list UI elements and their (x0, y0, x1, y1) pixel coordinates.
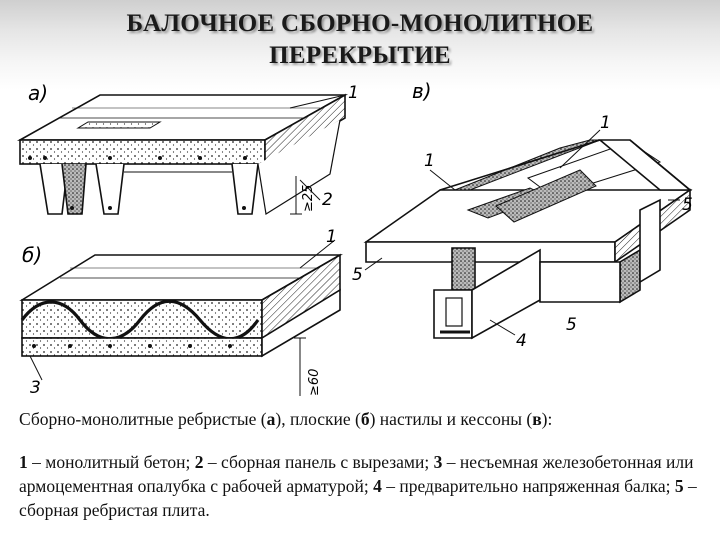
legend-num-5: 5 (674, 476, 684, 496)
caption-mid1: ), плоские ( (275, 409, 361, 429)
legend-num-4: 4 (373, 476, 382, 496)
legend-text-1: – монолитный бетон; (27, 452, 195, 472)
legend-text-2: – сборная панель с вырезами; (203, 452, 434, 472)
floor-construction-diagram: а) 1 2 ≥25 б) 1 3 ≥60 (16, 79, 693, 398)
figure-v-num-1-top: 1 (600, 113, 611, 133)
title-line-1: БАЛОЧНОЕ СБОРНО-МОНОЛИТНОЕ (126, 10, 594, 37)
figure-v-num-5-left: 5 (352, 265, 363, 285)
caption-mid2: ) настилы и кессоны ( (369, 409, 533, 429)
caption-prefix: Сборно-монолитные ребристые ( (19, 409, 267, 429)
figure-a-num-1: 1 (348, 83, 359, 103)
slide-title: БАЛОЧНОЕ СБОРНО-МОНОЛИТНОЕ ПЕРЕКРЫТИЕ (0, 8, 720, 72)
title-background (0, 0, 720, 90)
figure-b-label: б) (22, 243, 42, 267)
figure-v-num-1-left: 1 (424, 151, 435, 171)
legend-num-2: 2 (194, 452, 204, 472)
figure-b-flat-slab (19, 239, 343, 396)
legend-num-3: 3 (433, 452, 443, 472)
figure-caption: Сборно-монолитные ребристые (а), плоские… (19, 408, 709, 431)
figure-v-coffer-slab (363, 129, 693, 340)
legend-text-3: – несъемная железобетонная или армоцемен… (19, 452, 694, 496)
figure-a-label: а) (28, 81, 48, 105)
caption-b: б (360, 409, 370, 429)
caption-v: в (532, 409, 542, 429)
figure-v-num-5-bottom: 5 (566, 315, 577, 335)
figure-a-dimension: ≥25 (301, 185, 316, 212)
figure-legend: 1 – монолитный бетон; 2 – сборная панель… (19, 450, 709, 522)
figure-b-num-3: 3 (30, 378, 41, 398)
title-line-2: ПЕРЕКРЫТИЕ (269, 42, 451, 69)
figure-b-dimension: ≥60 (307, 369, 322, 396)
caption-suffix: ): (541, 409, 553, 429)
figure-a-num-2: 2 (322, 190, 333, 210)
caption-a: а (266, 409, 276, 429)
figure-b-num-1: 1 (326, 227, 337, 247)
figure-a-ribbed-slab (16, 93, 349, 215)
legend-num-1: 1 (19, 452, 28, 472)
legend-text-5: – сборная ребристая плита. (19, 476, 697, 520)
figure-v-num-4: 4 (516, 331, 527, 351)
figure-v-num-5-right: 5 (682, 195, 693, 215)
figure-v-label: в) (412, 79, 432, 103)
legend-text-4: – предварительно напряженная балка; (381, 476, 675, 496)
